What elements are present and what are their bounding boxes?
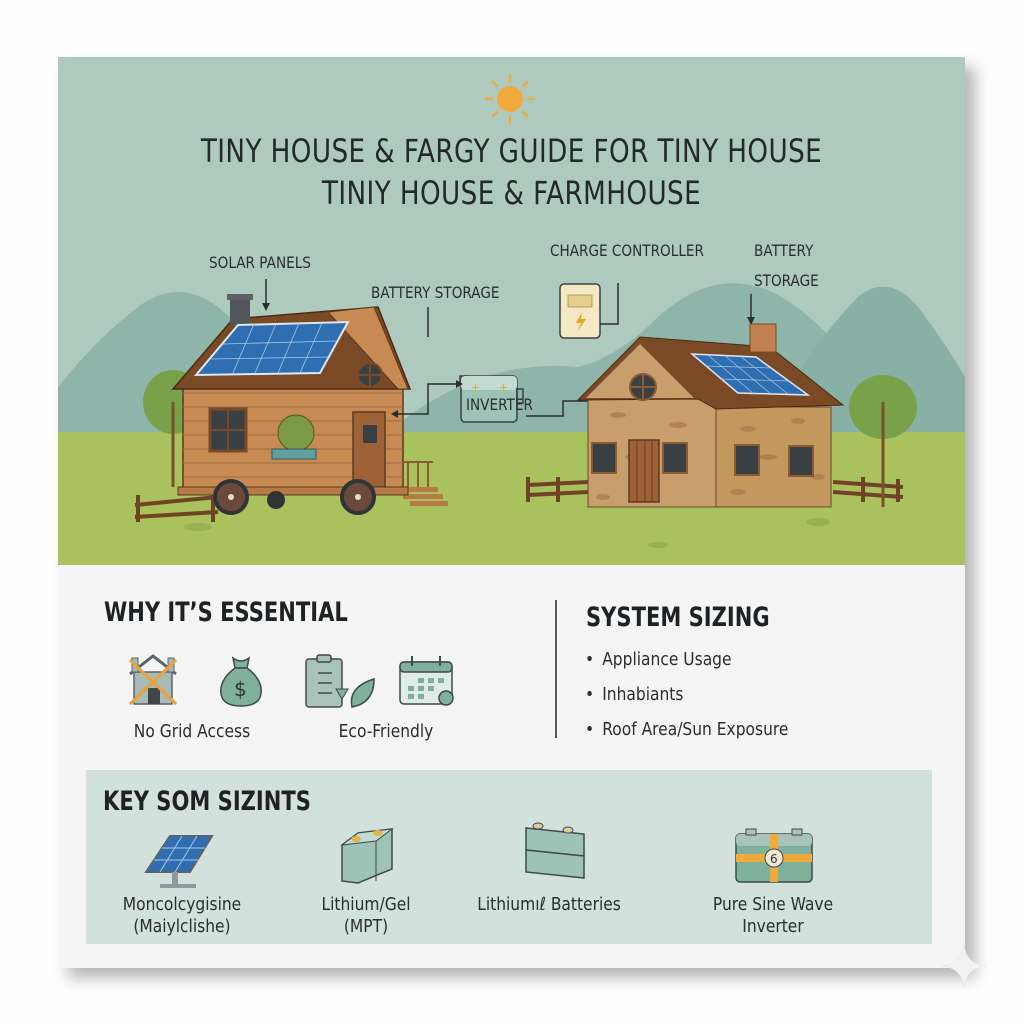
caption-no-grid-access: No Grid Access xyxy=(133,721,251,742)
title-line-1: TINY HOUSE & FARGY GUIDE FOR TINY HOUSE xyxy=(200,132,823,170)
system-sizing-list: Appliance Usage Inhabiants Roof Area/Sun… xyxy=(585,649,822,754)
wheel-right xyxy=(340,479,376,515)
svg-text:6: 6 xyxy=(770,852,778,866)
label-battery-right-1: BATTERY xyxy=(754,241,814,260)
hero-illustration: + + xyxy=(58,57,965,565)
battery-storage-icon: + + xyxy=(459,375,524,423)
component-caption-4: Pure Sine Wave Inverter xyxy=(712,894,834,937)
list-item: Inhabiants xyxy=(585,684,788,719)
why-essential-title: WHY IT’S ESSENTIAL xyxy=(104,597,348,628)
charge-controller-icon xyxy=(559,283,601,339)
stone-farmhouse xyxy=(576,323,845,508)
inverter-icon: 6 xyxy=(735,828,813,883)
tree-right xyxy=(849,375,917,507)
scene-illustration: + + xyxy=(58,73,965,565)
fence-right xyxy=(526,477,904,502)
system-sizing-title: SYSTEM SIZING xyxy=(586,602,770,633)
caption-eco-friendly: Eco-Friendly xyxy=(338,721,434,742)
solar-panel-icon xyxy=(144,835,214,888)
label-battery-right-2: STORAGE xyxy=(754,271,819,290)
sun-icon xyxy=(484,73,536,125)
battery-icon xyxy=(340,828,394,884)
svg-text:$: $ xyxy=(234,677,247,701)
no-grid-house-icon xyxy=(128,654,178,706)
list-item: Appliance Usage xyxy=(585,649,788,684)
svg-text:+: + xyxy=(471,381,480,394)
wheel-left xyxy=(213,479,249,515)
stacked-batteries-icon xyxy=(525,822,585,879)
component-caption-1: Moncolcygisine (Maiylclishe) xyxy=(122,894,242,937)
label-battery-storage-left: BATTERY STORAGE xyxy=(371,283,500,302)
calendar-icon xyxy=(399,656,454,706)
sparkle-icon xyxy=(942,944,986,988)
infographic-card: + + xyxy=(58,57,965,968)
svg-text:+: + xyxy=(499,381,508,394)
checklist-leaf-icon xyxy=(305,654,375,708)
key-components-panel: KEY SOM SIZINTS xyxy=(86,770,932,944)
tiny-house xyxy=(171,294,448,515)
list-item: Roof Area/Sun Exposure xyxy=(585,719,788,754)
money-bag-icon: $ xyxy=(220,656,262,707)
label-charge-controller: CHARGE CONTROLLER xyxy=(550,241,704,260)
key-components-title: KEY SOM SIZINTS xyxy=(103,786,311,817)
label-solar-panels: SOLAR PANELS xyxy=(209,253,311,272)
title-line-2: TINIY HOUSE & FARMHOUSE xyxy=(321,174,702,212)
component-caption-2: Lithium/Gel (MPT) xyxy=(321,894,411,937)
component-caption-3: Lithiumıℓ Batteries xyxy=(477,894,621,915)
section-divider xyxy=(555,600,557,738)
label-inverter: INVERTER xyxy=(466,395,533,414)
diagram-connectors xyxy=(265,279,752,417)
